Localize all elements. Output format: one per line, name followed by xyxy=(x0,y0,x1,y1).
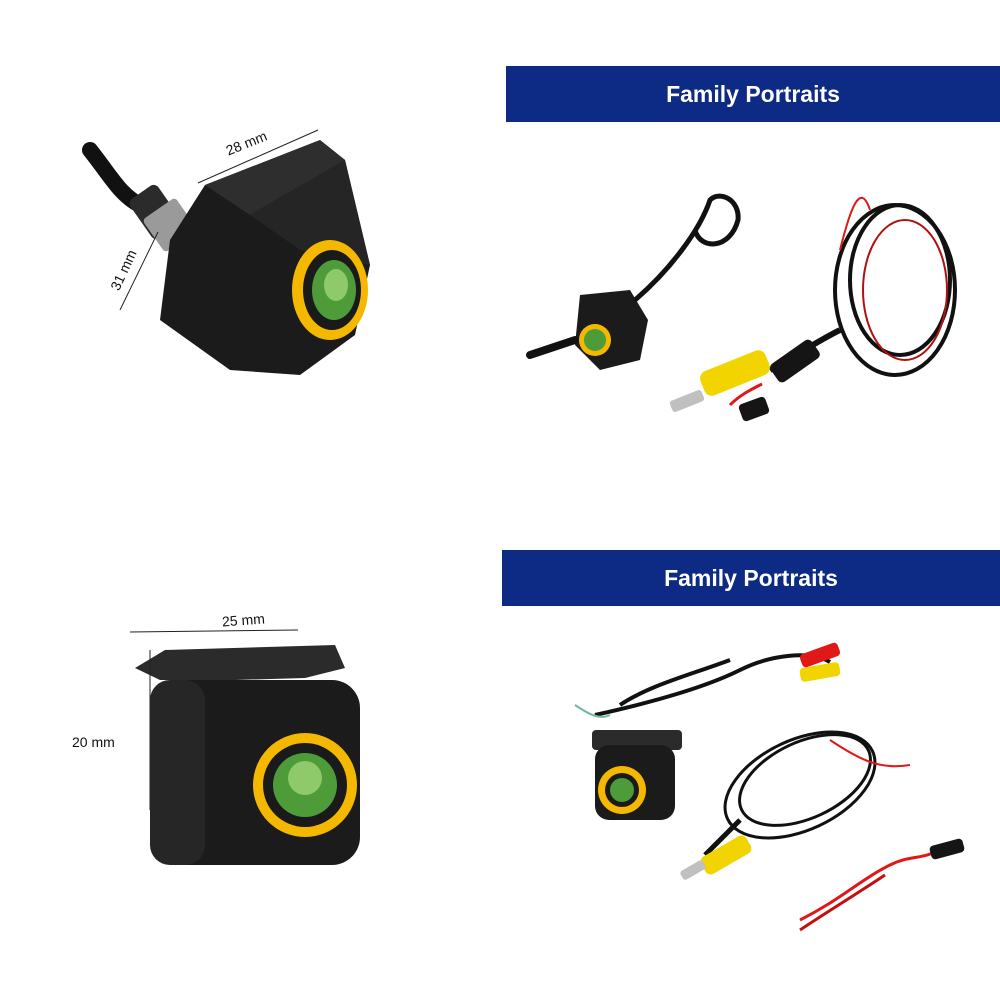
product-photo-kit-2: Family Portraits xyxy=(500,500,1000,1000)
camera-side-illustration xyxy=(82,129,370,375)
product-photo-kit-1: Family Portraits xyxy=(500,0,1000,500)
height-dimension-label: 20 mm xyxy=(72,734,115,750)
product-photo-side-dimensions: 28 mm 31 mm xyxy=(0,0,500,500)
banner-title: Family Portraits xyxy=(506,66,1000,122)
camera-kit-illustration xyxy=(526,193,957,422)
camera-kit-illustration xyxy=(574,642,965,932)
banner-title: Family Portraits xyxy=(502,550,1000,606)
product-photo-front-dimensions: 25 mm 20 mm xyxy=(0,500,500,1000)
camera-front-illustration xyxy=(129,629,360,865)
width-dimension-label: 25 mm xyxy=(221,610,266,630)
